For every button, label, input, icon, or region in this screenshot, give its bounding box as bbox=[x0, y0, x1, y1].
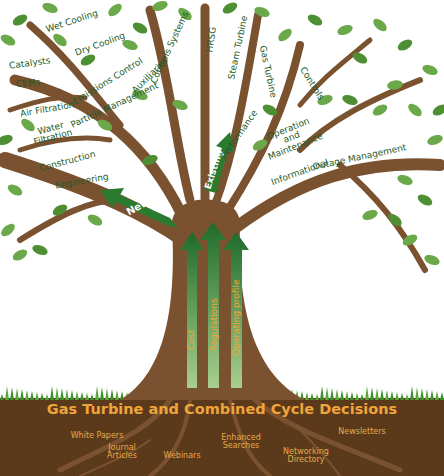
resource-label: Networking Directory bbox=[278, 448, 334, 465]
branch-label: HRSG bbox=[206, 27, 219, 54]
green-arrows bbox=[100, 132, 249, 388]
branch-label: Catalysts bbox=[9, 56, 51, 71]
resource-label: Enhanced Searches bbox=[215, 434, 267, 451]
driver-label: Regulations bbox=[209, 299, 218, 352]
branch-label: Construction bbox=[39, 150, 97, 174]
branch-label: Dry Cooling bbox=[74, 32, 127, 59]
tree-trunk bbox=[120, 200, 305, 400]
branch-label: Gas Turbine bbox=[258, 45, 278, 99]
driver-label: Operating profile bbox=[232, 280, 241, 356]
soil-band bbox=[0, 398, 444, 476]
branch-label: Operation and Maintenance bbox=[258, 113, 326, 162]
leaves bbox=[0, 0, 444, 267]
resource-label: Webinars bbox=[163, 452, 200, 460]
resource-label: Newsletters bbox=[338, 428, 385, 436]
title: Gas Turbine and Combined Cycle Decisions bbox=[0, 401, 444, 417]
resource-label: White Papers bbox=[71, 432, 124, 440]
resource-label: Journal Articles bbox=[100, 444, 144, 461]
driver-label: Cost bbox=[187, 330, 196, 350]
